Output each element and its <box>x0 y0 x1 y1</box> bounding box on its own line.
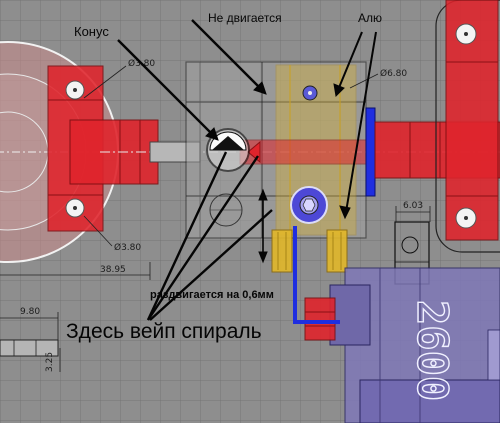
red-clip <box>304 297 336 341</box>
part-engraving: 2600 <box>408 300 457 401</box>
dim-diam-right: Ø6.80 <box>380 68 407 79</box>
dimension-lines <box>0 65 431 372</box>
dim-diam-bottom: Ø3.80 <box>114 242 141 253</box>
dim-vertical: 3.25 <box>45 352 55 372</box>
label-not-moving: Не двигается <box>208 11 282 25</box>
annotation-arrows <box>117 19 377 321</box>
dim-width-right: 6.03 <box>403 201 423 211</box>
label-vape-coil: Здесь вейп спираль <box>66 320 262 343</box>
left-red-bracket <box>47 65 159 232</box>
label-cone: Конус <box>74 24 109 39</box>
bottom-left-part <box>0 339 59 357</box>
blue-bent-rod <box>293 226 340 324</box>
right-blue-edge <box>365 107 376 197</box>
inner-red-rod <box>239 139 371 165</box>
blue-plate <box>329 267 500 423</box>
label-aluminum: Алю <box>358 11 382 25</box>
dim-len-bottom-left: 9.80 <box>20 307 40 317</box>
right-red-vertical-part <box>435 0 500 253</box>
label-expands: раздвигается на 0,6мм <box>150 289 274 301</box>
blue-nut <box>290 186 328 224</box>
dim-len-left: 38.95 <box>100 265 126 275</box>
